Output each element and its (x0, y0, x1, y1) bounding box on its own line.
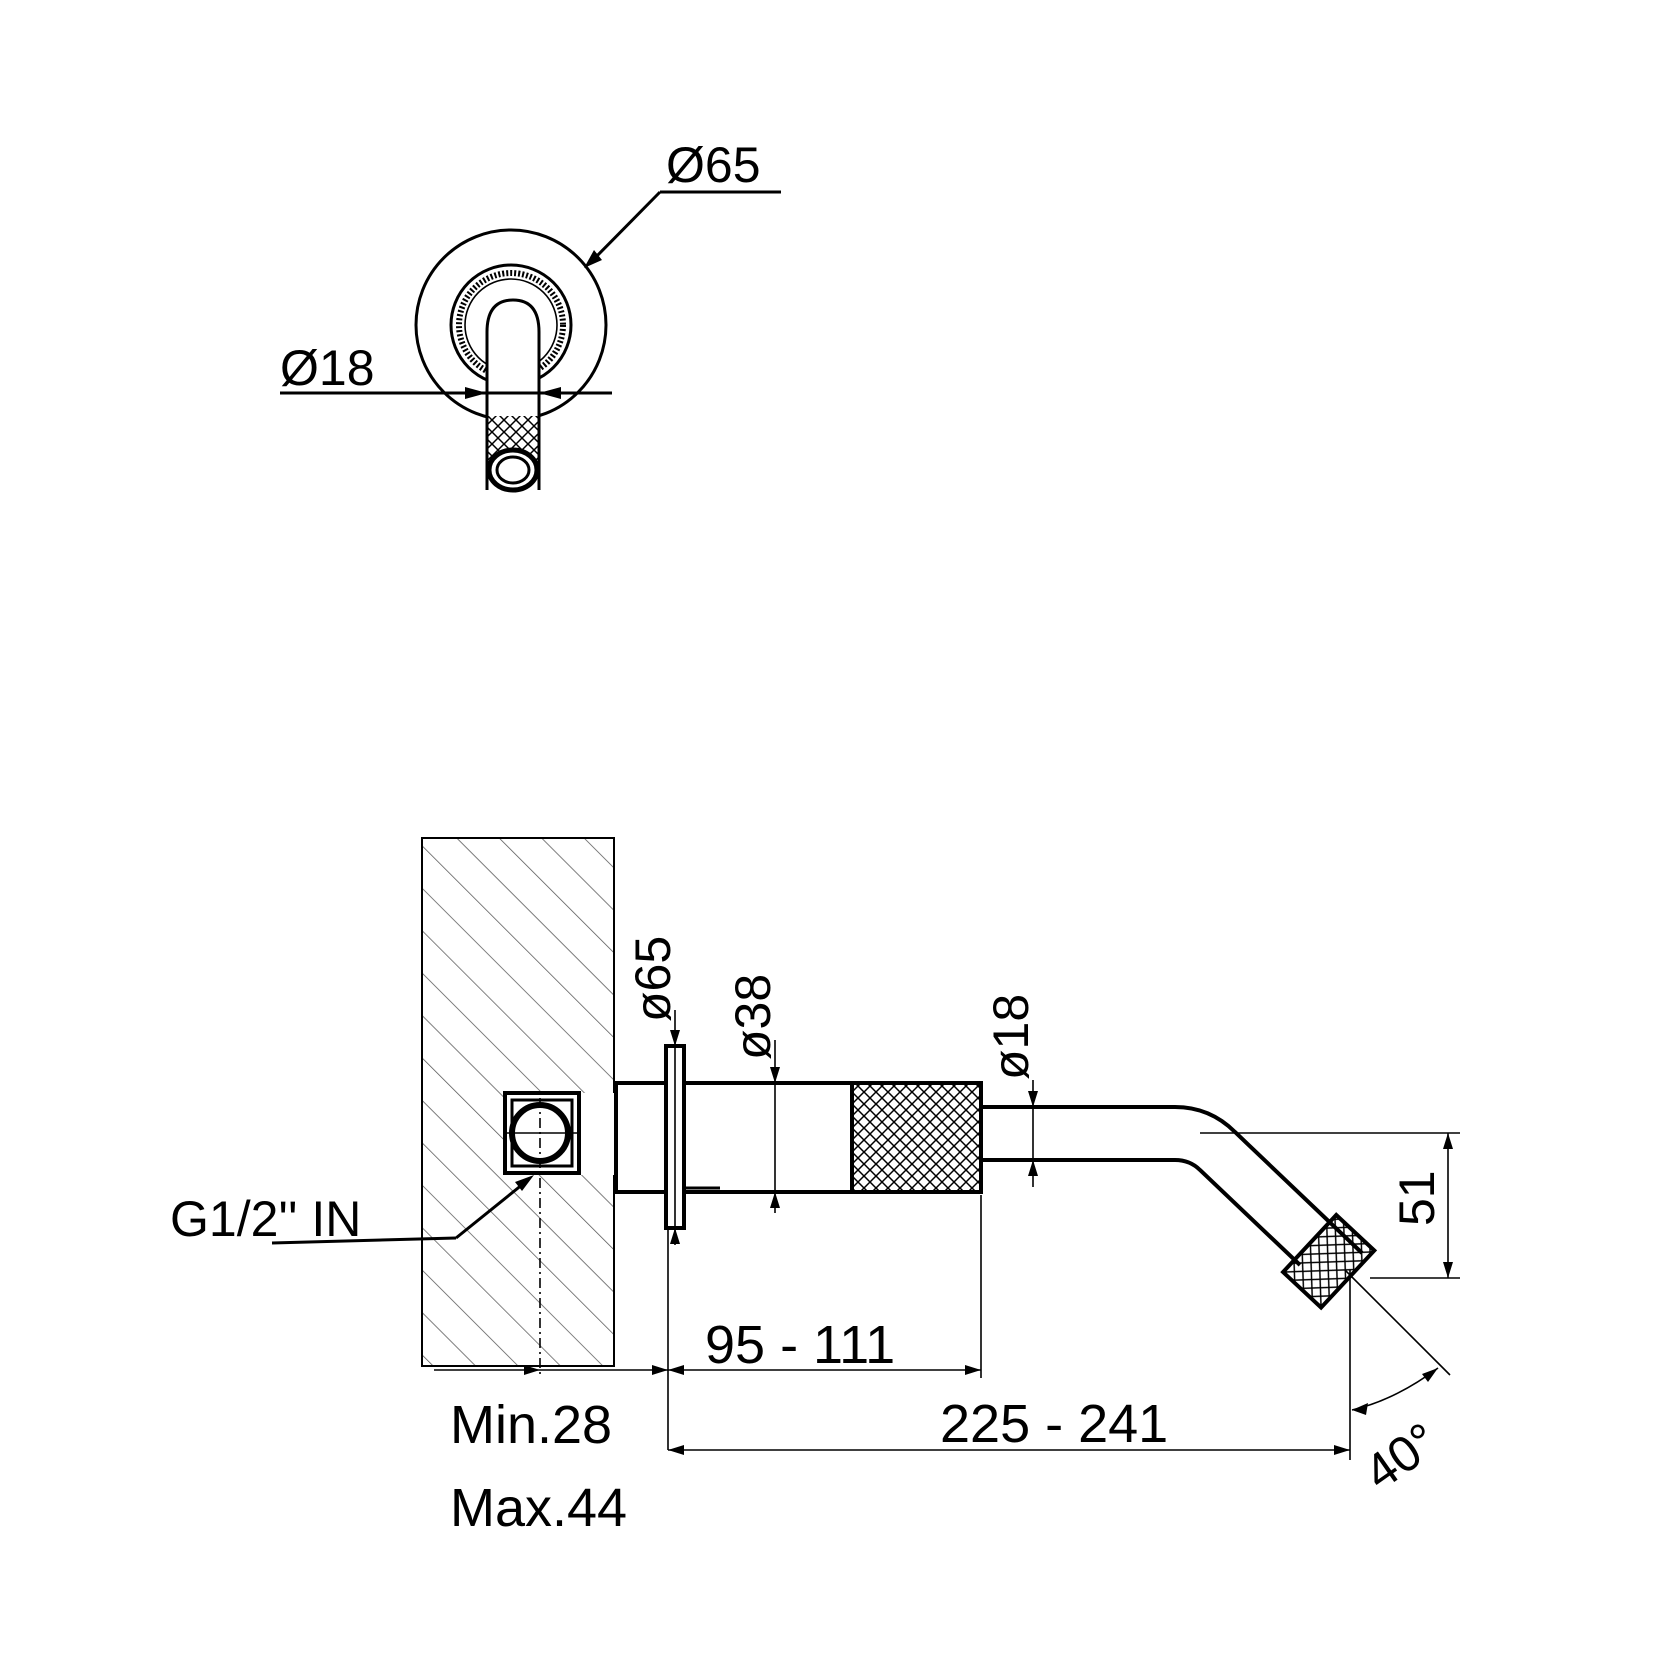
dim-body-length-label: 95 - 111 (705, 1315, 895, 1375)
dim-min-label: Min.28 (450, 1395, 612, 1455)
dim-body-arrow-top (770, 1067, 780, 1083)
dim-spout-v-arrow-top (1028, 1091, 1038, 1107)
dim-spout-arrow-right (539, 387, 561, 399)
inlet-label: G1/2'' IN (170, 1191, 361, 1247)
dim-total-arrow-left (668, 1445, 684, 1455)
dim-height-arrow-top (1443, 1133, 1453, 1149)
dim-spout-arrow-left (465, 387, 487, 399)
dim-angle-arrow-left (1352, 1403, 1368, 1415)
dim-plate-label: ø65 (625, 936, 681, 1022)
dim-plate-arrow-top (670, 1030, 680, 1046)
dim-max-label: Max.44 (450, 1478, 627, 1538)
dim-spout-v-label: ø18 (983, 994, 1039, 1080)
dim-outer-arrow (584, 250, 602, 268)
dim-height-arrow-bottom (1443, 1262, 1453, 1278)
dim-angle-ray (1344, 1269, 1451, 1376)
dim-outer-label: Ø65 (666, 137, 761, 193)
spout-outline (981, 1105, 1364, 1255)
dim-body-label: ø38 (725, 974, 781, 1060)
dim-wall-arrow-left (524, 1365, 540, 1375)
top-spout-outlet-bore (495, 455, 531, 485)
inlet-leader-arrow (515, 1175, 534, 1191)
dim-wall-arrow-right (652, 1365, 668, 1375)
dim-plate-arrow-bottom (670, 1228, 680, 1244)
spout-tip (1280, 1212, 1378, 1311)
side-view: G1/2'' IN ø65 ø38 ø18 (170, 837, 1460, 1538)
dim-spout-label: Ø18 (280, 340, 375, 396)
dim-spout-v-arrow-bottom (1028, 1160, 1038, 1176)
dim-body-arrow-bottom (770, 1192, 780, 1208)
dim-total-arrow-right (1334, 1445, 1350, 1455)
dim-angle-arrow-right (1422, 1368, 1438, 1382)
dim-body-length-arrow-right (965, 1365, 981, 1375)
dim-angle-label: 40° (1354, 1412, 1448, 1501)
dim-outer-leader (588, 190, 662, 265)
inlet-leader-diag (455, 1178, 529, 1240)
spout-outline-lower (981, 1158, 1302, 1267)
top-view: Ø65 Ø18 (280, 137, 781, 493)
dim-total-label: 225 - 241 (940, 1394, 1168, 1454)
body-knurl (850, 1081, 983, 1194)
dim-body-length-arrow-left (668, 1365, 684, 1375)
inlet-leader (271, 1236, 457, 1245)
dim-height-label: 51 (1389, 1170, 1445, 1226)
